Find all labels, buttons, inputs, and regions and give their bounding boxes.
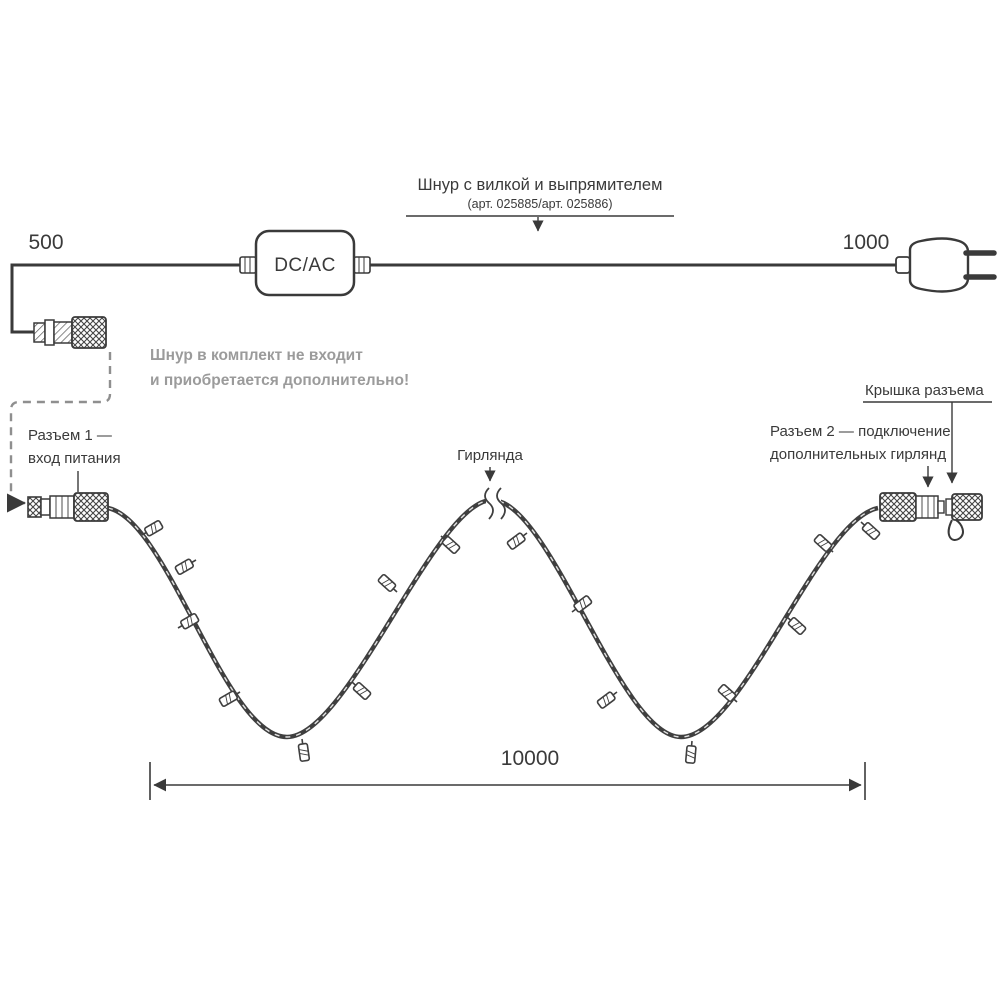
adapter-label: DC/AC <box>274 255 336 276</box>
connector1-label: Разъем 1 — вход питания <box>28 427 121 492</box>
bulb-icon <box>296 737 311 763</box>
adapter-cable-glands <box>239 256 371 274</box>
connector-cap <box>945 493 983 541</box>
bulb-icon <box>348 677 373 701</box>
cord-title: Шнур с вилкой и выпрямителем <box>418 176 663 194</box>
bulb-icon <box>595 687 621 710</box>
extension-note: Шнур в комплект не входит и приобретаетс… <box>150 347 409 389</box>
cap-label-group: Крышка разъема <box>863 382 992 484</box>
garland-wire <box>107 487 879 740</box>
power-cord <box>10 263 898 334</box>
dashed-connection-line <box>6 352 112 513</box>
cord-connector <box>33 316 107 349</box>
bulb-icon <box>684 739 698 765</box>
cord-article-numbers: (арт. 025885/арт. 025886) <box>467 197 612 211</box>
bulb-icon <box>505 528 531 551</box>
note-line-1: Шнур в комплект не входит <box>150 347 363 364</box>
bulb-icon <box>783 612 808 636</box>
cap-label: Крышка разъема <box>865 382 984 399</box>
garland-label: Гирлянда <box>457 447 523 464</box>
dimension-garland-length: 10000 <box>149 747 866 800</box>
bulb-icon <box>857 517 882 541</box>
connector2-label-line2: дополнительных гирлянд <box>770 446 946 463</box>
plug-prongs <box>963 250 997 280</box>
note-line-2: и приобретается дополнительно! <box>150 372 409 389</box>
connector2-label: Разъем 2 — подключение дополнительных ги… <box>770 423 951 488</box>
power-plug <box>895 237 997 293</box>
connector2-label-line1: Разъем 2 — подключение <box>770 423 951 440</box>
cap-strap <box>947 519 964 541</box>
bulb-icon <box>173 555 200 576</box>
garland-label-group: Гирлянда <box>457 447 524 482</box>
connector-2 <box>879 492 945 522</box>
connector1-label-line1: Разъем 1 — <box>28 427 112 444</box>
cord-callout: Шнур с вилкой и выпрямителем (арт. 02588… <box>406 176 674 232</box>
wire-break-mark <box>484 487 506 520</box>
dim-right-cord: 1000 <box>843 231 890 254</box>
dim-left-cord: 500 <box>28 231 63 254</box>
connector-1 <box>27 492 109 522</box>
dim-garland-length: 10000 <box>501 747 559 770</box>
connector1-label-line2: вход питания <box>28 450 121 467</box>
dc-ac-adapter: DC/AC <box>254 229 356 297</box>
bulb-icon <box>376 573 401 597</box>
